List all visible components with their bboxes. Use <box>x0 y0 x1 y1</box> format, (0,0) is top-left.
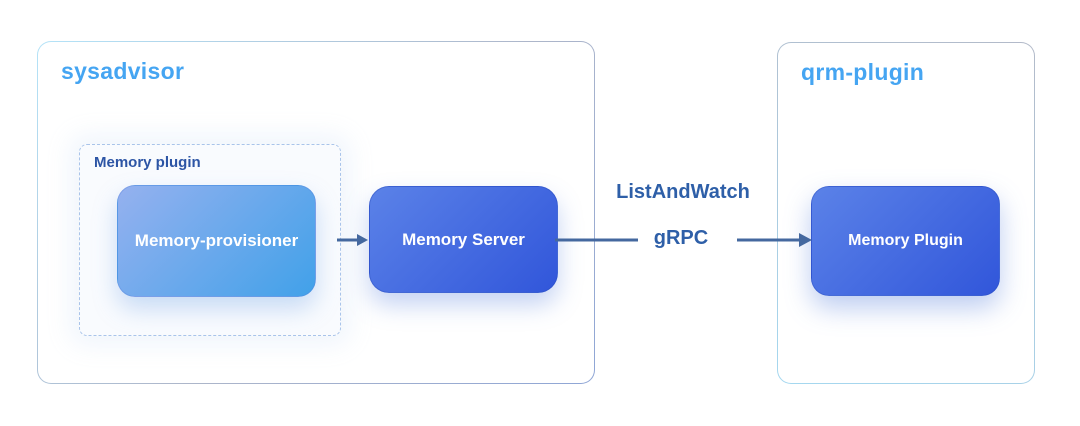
edge-label-listandwatch: ListAndWatch <box>616 181 750 203</box>
sysadvisor-title: sysadvisor <box>61 58 185 84</box>
memory-provisioner-label: Memory-provisioner <box>134 231 299 250</box>
sysadvisor-container: sysadvisor Memory plugin Memory-provisio… <box>37 41 595 384</box>
memory-plugin-group-label: Memory plugin <box>94 154 201 171</box>
memory-server-node: Memory Server <box>369 186 558 293</box>
memory-provisioner-node: Memory-provisioner <box>117 185 316 297</box>
memory-plugin-node: Memory Plugin <box>811 186 1000 296</box>
memory-plugin-group: Memory plugin Memory-provisioner <box>79 144 341 336</box>
edge-label-grpc: gRPC <box>653 227 709 249</box>
qrm-plugin-container: qrm-plugin Memory Plugin <box>777 42 1035 384</box>
qrm-plugin-title: qrm-plugin <box>801 59 925 85</box>
memory-server-label: Memory Server <box>402 229 525 249</box>
memory-plugin-label: Memory Plugin <box>848 232 963 249</box>
